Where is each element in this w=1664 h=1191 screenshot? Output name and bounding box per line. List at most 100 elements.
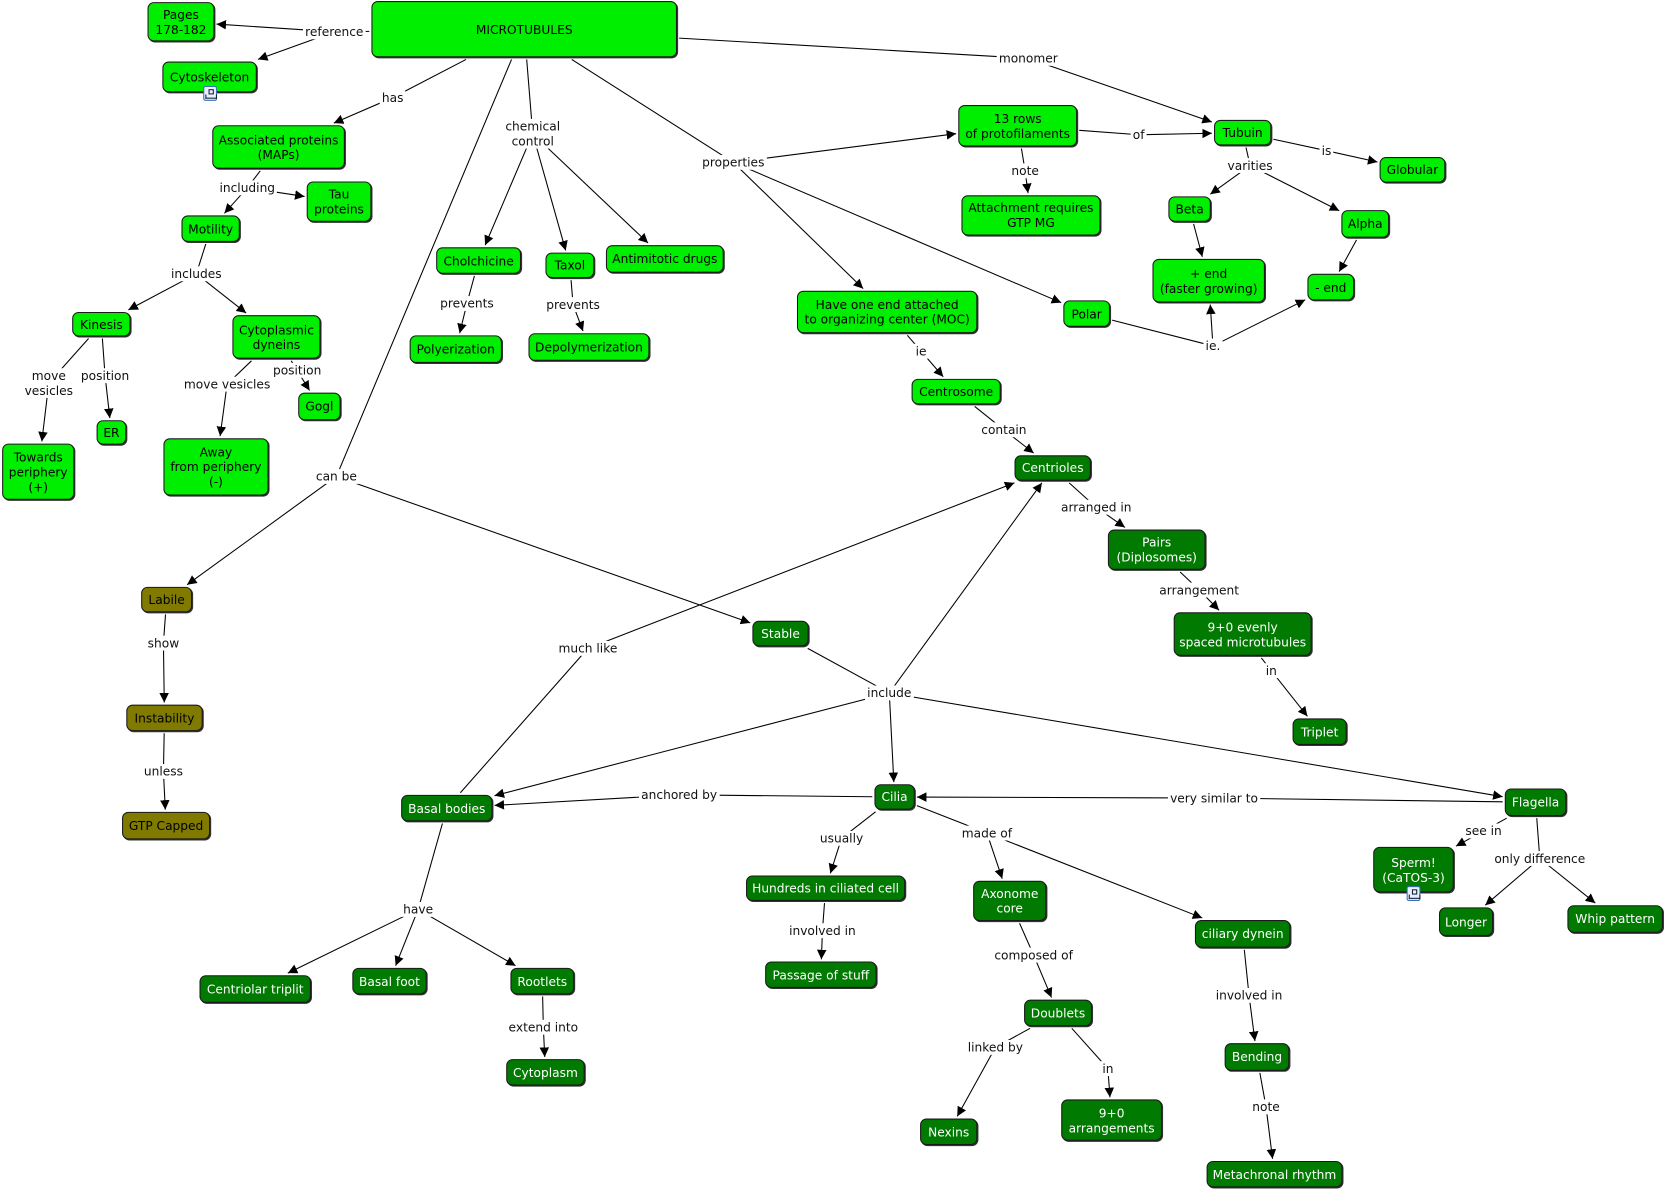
link-label[interactable]: move vesicles (181, 376, 273, 392)
concept-hundreds[interactable]: Hundreds in ciliated cell (746, 875, 906, 901)
link-label[interactable]: see in (1463, 823, 1504, 839)
concept-cytoplasm[interactable]: Cytoplasm (506, 1059, 585, 1086)
link-label[interactable]: prevents (544, 297, 602, 312)
concept-motility[interactable]: Motility (181, 215, 240, 242)
link-label[interactable]: only difference (1492, 851, 1588, 866)
link-label[interactable]: position (270, 362, 324, 378)
concept-pairs[interactable]: Pairs (Diplosomes) (1107, 529, 1206, 570)
concept-polyer[interactable]: Polyerization (409, 335, 502, 363)
concept-minusend[interactable]: - end (1307, 273, 1355, 301)
link-label[interactable]: in (1263, 663, 1280, 679)
concept-polar[interactable]: Polar (1063, 300, 1111, 327)
concept-cytoskeleton[interactable]: Cytoskeleton (162, 61, 257, 101)
link-label[interactable]: extend into (506, 1019, 581, 1035)
link-label[interactable]: linked by (965, 1039, 1026, 1055)
link-label[interactable]: much like (556, 640, 620, 656)
concept-bending[interactable]: Bending (1224, 1043, 1290, 1071)
concept-away[interactable]: Away from periphery (-) (163, 438, 269, 496)
link-label[interactable]: chemical control (503, 118, 563, 149)
link-label[interactable]: prevents (437, 296, 496, 311)
link-label[interactable]: properties (700, 154, 767, 170)
concept-flagella[interactable]: Flagella (1504, 788, 1567, 817)
concept-tubuin[interactable]: Tubuin (1214, 119, 1272, 146)
concept-towards[interactable]: Towards periphery (+) (2, 443, 75, 500)
concept-er[interactable]: ER (96, 420, 127, 445)
concept-map-link-icon[interactable] (1406, 886, 1421, 901)
concept-whip[interactable]: Whip pattern (1567, 905, 1663, 933)
concept-map-link-icon[interactable] (202, 85, 217, 101)
link-label[interactable]: unless (141, 764, 186, 779)
link-label[interactable]: composed of (992, 947, 1076, 963)
link-label[interactable]: includes (168, 266, 224, 282)
link-label[interactable]: note (1009, 163, 1041, 179)
link-label[interactable]: position (78, 368, 132, 384)
link-label[interactable]: note (1250, 1099, 1282, 1115)
link-label[interactable]: have (401, 902, 436, 917)
link-label[interactable]: has (379, 90, 406, 106)
concept-doublets[interactable]: Doublets (1024, 999, 1092, 1027)
link-label[interactable]: varities (1225, 158, 1275, 173)
link-label[interactable]: monomer (996, 50, 1060, 66)
link-label[interactable]: show (145, 635, 182, 651)
concept-rows13[interactable]: 13 rows of protofilaments (958, 105, 1078, 147)
concept-instability[interactable]: Instability (126, 704, 203, 732)
concept-stable[interactable]: Stable (752, 620, 809, 647)
concept-depoly[interactable]: Depolymerization (528, 333, 650, 361)
concept-centrioles[interactable]: Centrioles (1014, 455, 1091, 481)
link-label[interactable]: ie (913, 343, 929, 359)
concept-assoc[interactable]: Associated proteins (MAPs) (212, 125, 345, 169)
concept-moc[interactable]: Have one end attached to organizing cent… (796, 290, 978, 334)
concept-sperm[interactable]: Sperm! (CaTOS-3) (1373, 846, 1454, 901)
link-label[interactable]: in (1100, 1061, 1116, 1077)
link-label[interactable]: anchored by (639, 787, 720, 803)
link-label[interactable]: is (1319, 143, 1334, 159)
link-label[interactable]: involved in (1213, 987, 1285, 1003)
link-label[interactable]: of (1130, 127, 1147, 143)
concept-labile[interactable]: Labile (141, 586, 193, 613)
concept-metachronal[interactable]: Metachronal rhythm (1206, 1160, 1343, 1188)
concept-gtp[interactable]: GTP Capped (122, 811, 211, 840)
concept-cholchicine[interactable]: Cholchicine (436, 247, 522, 274)
link-label[interactable]: made of (959, 825, 1015, 841)
link-label[interactable]: ie. (1203, 338, 1223, 354)
concept-globular[interactable]: Globular (1379, 157, 1446, 183)
concept-passage[interactable]: Passage of stuff (765, 961, 877, 988)
concept-tau[interactable]: Tau proteins (306, 181, 372, 222)
concept-plusend[interactable]: + end (faster growing) (1152, 258, 1265, 303)
link-label[interactable]: move vesicles (22, 368, 76, 398)
concept-ninezero[interactable]: 9+0 evenly spaced microtubules (1173, 612, 1312, 656)
concept-basalfoot[interactable]: Basal foot (352, 967, 427, 995)
link-label[interactable]: arranged in (1058, 499, 1134, 515)
concept-centrosome[interactable]: Centrosome (911, 378, 1001, 405)
link-label[interactable]: include (865, 685, 914, 701)
link-label[interactable]: usually (817, 830, 866, 846)
concept-micro[interactable]: MICROTUBULES (371, 1, 678, 58)
concept-nexins[interactable]: Nexins (920, 1118, 978, 1146)
concept-beta[interactable]: Beta (1168, 196, 1211, 222)
concept-rootlets[interactable]: Rootlets (510, 967, 575, 995)
concept-ciliary[interactable]: ciliary dynein (1194, 920, 1291, 948)
concept-centriolar[interactable]: Centriolar triplit (199, 975, 311, 1003)
link-label[interactable]: arrangement (1157, 582, 1242, 598)
concept-label: Nexins (928, 1124, 970, 1140)
link-label[interactable]: contain (979, 422, 1029, 438)
link-label[interactable]: involved in (786, 923, 858, 939)
concept-axonome[interactable]: Axonome core (973, 880, 1047, 922)
concept-attach[interactable]: Attachment requires GTP MG (961, 195, 1101, 236)
concept-basal[interactable]: Basal bodies (401, 794, 493, 822)
concept-cilia[interactable]: Cilia (874, 784, 915, 810)
link-label[interactable]: reference (303, 24, 366, 40)
concept-ninearr[interactable]: 9+0 arrangements (1061, 1099, 1163, 1141)
concept-antimitotic[interactable]: Antimitotic drugs (605, 245, 724, 273)
concept-longer[interactable]: Longer (1438, 907, 1494, 936)
concept-gogl[interactable]: Gogl (298, 392, 341, 421)
link-label[interactable]: very similar to (1167, 790, 1261, 806)
concept-taxol[interactable]: Taxol (545, 252, 595, 279)
link-label[interactable]: can be (313, 469, 360, 484)
concept-alpha[interactable]: Alpha (1341, 210, 1390, 238)
concept-pages[interactable]: Pages 178-182 (147, 2, 215, 42)
concept-kinesis[interactable]: Kinesis (72, 311, 131, 337)
link-label[interactable]: including (217, 180, 278, 196)
concept-triplet[interactable]: Triplet (1292, 718, 1347, 745)
concept-cytodyn[interactable]: Cytoplasmic dyneins (232, 315, 321, 359)
